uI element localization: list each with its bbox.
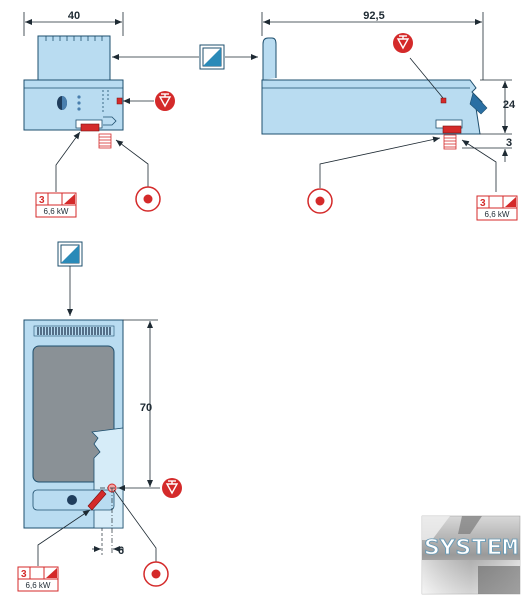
- power-phase-front: 3: [39, 195, 45, 206]
- fryer-symbol-icon: [57, 241, 83, 267]
- drain-valve-icon: [155, 91, 175, 111]
- control-knob-top: [67, 495, 77, 505]
- electrical-connection-icon: [307, 188, 333, 214]
- power-phase-top: 3: [21, 569, 27, 580]
- dim-foot-side: 3: [506, 137, 512, 149]
- power-value-side: 6,6 kW: [485, 210, 510, 219]
- side-view: 92,5 24 3: [261, 10, 518, 221]
- electrical-inlet-front: [80, 123, 100, 132]
- drain-valve-icon: [393, 33, 413, 53]
- logo-text: SYSTEM: [424, 535, 518, 559]
- drain-outlet-side: [440, 97, 447, 104]
- electrical-inlet-side: [442, 125, 462, 134]
- power-label-front: 3 6,6 kW: [35, 192, 77, 218]
- power-label-top: 3 6,6 kW: [17, 566, 59, 592]
- fryer-lid: [37, 35, 111, 81]
- dim-depth-side: 92,5: [363, 10, 384, 22]
- dim-height-top: 70: [140, 402, 152, 414]
- fryer-body-side: [261, 79, 483, 135]
- dim-offset-top: 6: [118, 545, 124, 557]
- frying-well: [32, 345, 115, 483]
- dim-width-front: 40: [68, 10, 80, 22]
- fryer-symbol-icon: [199, 44, 225, 70]
- power-phase-side: 3: [480, 198, 486, 209]
- electrical-connection-icon: [143, 561, 169, 587]
- top-view: 70 6 3 6,6 kW: [17, 241, 182, 592]
- power-value-front: 6,6 kW: [44, 207, 69, 216]
- brand-logo: SYSTEM: [421, 515, 521, 595]
- dim-height-side: 24: [503, 99, 516, 111]
- front-view: 40: [23, 10, 258, 218]
- power-label-side: 3 6,6 kW: [476, 195, 518, 221]
- electrical-connection-icon: [135, 186, 161, 212]
- drain-outlet-front: [116, 97, 123, 105]
- power-value-top: 6,6 kW: [26, 581, 51, 590]
- fryer-body-front: [23, 79, 124, 131]
- drain-valve-icon: [162, 478, 182, 498]
